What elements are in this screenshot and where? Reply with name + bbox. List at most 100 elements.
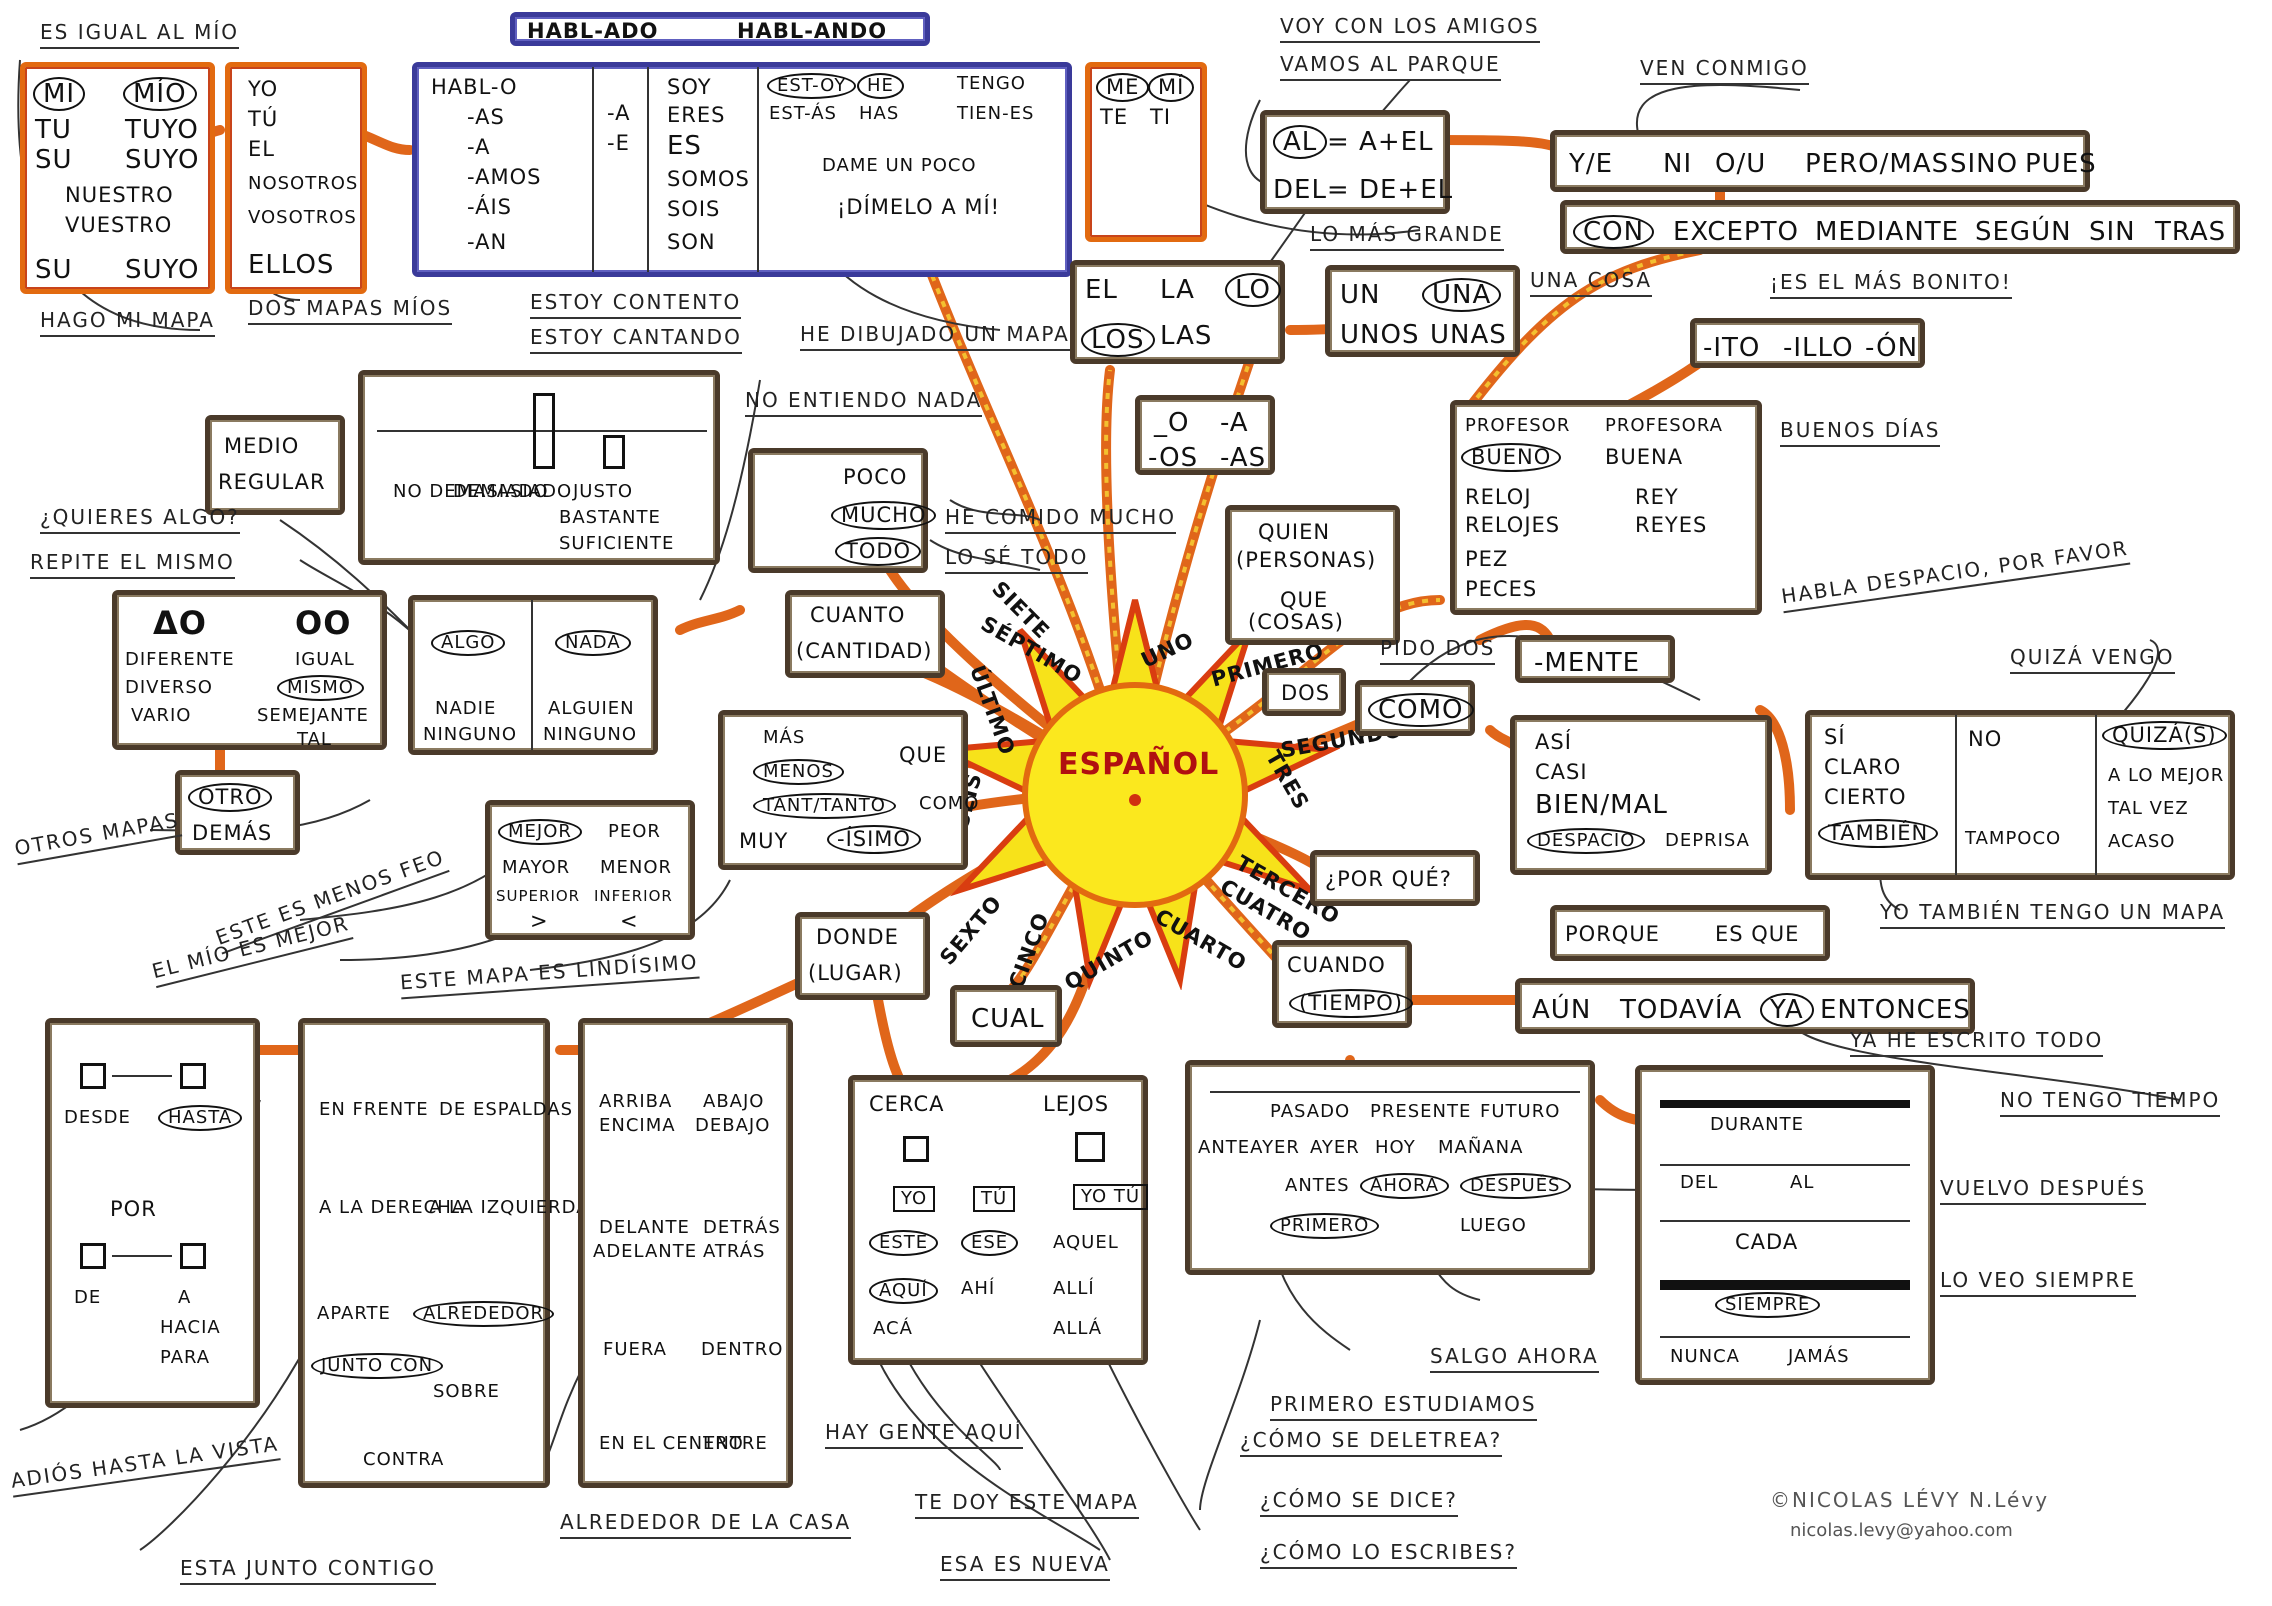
- word: DELANTE: [599, 1217, 690, 1238]
- word: CON: [1573, 215, 1655, 249]
- word: DIFERENTE: [125, 649, 235, 670]
- word: JUSTO: [573, 481, 634, 502]
- word: A LA DERECHA: [319, 1197, 466, 1218]
- word: = A+EL: [1327, 127, 1434, 157]
- word: ERES: [667, 103, 726, 127]
- word: SIN: [2089, 217, 2136, 247]
- word: TU: [35, 115, 72, 145]
- word: RELOJES: [1465, 513, 1561, 537]
- word: NADIE: [435, 698, 497, 719]
- word: ASÍ: [1535, 730, 1572, 754]
- prepositions-direction-box: DESDE HASTA POR DE A HACIA PARA: [45, 1018, 260, 1408]
- word: DEL: [1680, 1172, 1719, 1193]
- word: VOSOTROS: [248, 207, 357, 228]
- word: ¡DÍMELO A MÍ!: [837, 195, 1001, 219]
- word: ALLÁ: [1053, 1318, 1103, 1339]
- por-que-box: ¿POR QUÉ?: [1310, 850, 1480, 906]
- word: AÚN: [1532, 995, 1592, 1025]
- word: MÍ: [1148, 73, 1195, 102]
- word: REYES: [1635, 513, 1708, 537]
- word: PERO/MAS: [1805, 149, 1950, 179]
- example-note: ALREDEDOR DE LA CASA: [560, 1510, 852, 1539]
- word: TIEN-ES: [957, 103, 1035, 124]
- word: BUENO: [1461, 443, 1562, 472]
- word: MUCHO: [831, 501, 937, 530]
- word: CLARO: [1824, 755, 1902, 779]
- word: MEJOR: [498, 819, 582, 845]
- manner-box: ASÍ CASI BIEN/MAL DESPACIO DEPRISA: [1510, 715, 1772, 875]
- example-note: YO TAMBIÉN TENGO UN MAPA: [1880, 900, 2226, 929]
- example-note: PRIMERO ESTUDIAMOS: [1270, 1392, 1537, 1421]
- word: SEMEJANTE: [257, 705, 369, 726]
- pronouns-box: YO TÚ EL NOSOTROS VOSOTROS ELLOS: [225, 62, 367, 294]
- word: MI: [33, 77, 86, 111]
- word: YO: [248, 77, 279, 101]
- word: -AS: [1220, 443, 1267, 473]
- word: INFERIOR: [594, 887, 673, 905]
- word: PROFESOR: [1465, 415, 1571, 436]
- possessives-box: MI TU SU MÍO TUYO SUYO NUESTRO VUESTRO S…: [20, 62, 215, 294]
- word: DE ESPALDAS: [439, 1099, 574, 1120]
- word: HACIA: [160, 1317, 221, 1338]
- example-note: ESTOY CANTANDO: [530, 325, 742, 354]
- example-note: VAMOS AL PARQUE: [1280, 52, 1501, 81]
- word: -A: [1220, 408, 1249, 438]
- word: BASTANTE: [559, 507, 661, 528]
- word: AHORA: [1360, 1173, 1450, 1199]
- example-note: DOS MAPAS MÍOS: [248, 296, 453, 325]
- word: LUEGO: [1460, 1215, 1527, 1236]
- timeline-box: PASADO PRESENTE FUTURO ANTEAYER AYER HOY…: [1185, 1060, 1595, 1275]
- word: IGUAL: [295, 649, 355, 670]
- word: (PERSONAS): [1236, 548, 1377, 572]
- word: MISMO: [277, 675, 364, 701]
- algo-nada-box: ALGO NADA NADIE ALGUIEN NINGUNO NINGUNO: [408, 595, 658, 755]
- word: NADA: [555, 630, 631, 656]
- example-note: PIDO DOS: [1380, 636, 1496, 665]
- word: ENCIMA: [599, 1115, 676, 1136]
- word: HAS: [859, 103, 900, 124]
- word: LAS: [1160, 321, 1213, 351]
- word: DESDE: [64, 1107, 131, 1128]
- word: NO DEMASIADO: [393, 481, 549, 502]
- word: JAMÁS: [1788, 1346, 1850, 1367]
- word: SUFICIENTE: [559, 533, 675, 554]
- como-box: COMO: [1355, 680, 1475, 736]
- word: MENOR: [600, 857, 673, 878]
- word: CUANTO: [810, 603, 906, 627]
- prepositions-position-box: EN FRENTE DE ESPALDAS A LA DERECHA A LA …: [298, 1018, 589, 1488]
- word: ES: [667, 131, 702, 161]
- word: TAMPOCO: [1965, 828, 2062, 849]
- word: LA: [1160, 275, 1195, 305]
- word: DONDE: [816, 925, 899, 949]
- word: DEMÁS: [192, 821, 273, 845]
- word: EN FRENTE: [319, 1099, 429, 1120]
- word: DEMASIADO: [453, 481, 573, 502]
- word: CERCA: [869, 1092, 945, 1116]
- word: SON: [667, 230, 716, 254]
- word: A LA IZQUIERDA: [429, 1197, 590, 1218]
- word: MÍO: [123, 77, 197, 111]
- word: ALLÍ: [1053, 1278, 1095, 1299]
- porque-box: PORQUE ES QUE: [1550, 905, 1830, 961]
- word: PUES: [2025, 149, 2097, 179]
- word: SOIS: [667, 197, 721, 221]
- example-note: ESTE MAPA ES LINDÍSIMO: [399, 949, 700, 1000]
- duration-box: DURANTE DEL AL CADA SIEMPRE NUNCA JAMÁS: [1635, 1065, 1935, 1385]
- word: HE: [857, 73, 904, 99]
- word: MAYOR: [502, 857, 571, 878]
- word: UNOS: [1340, 320, 1420, 350]
- example-note: ¿QUIERES ALGO?: [40, 505, 240, 534]
- word: EST-OY: [767, 73, 857, 99]
- word: -ÍSIMO: [827, 825, 921, 854]
- example-note: NO ENTIENDO NADA: [745, 388, 983, 417]
- word: (COSAS): [1248, 610, 1344, 634]
- word: ACASO: [2108, 831, 2176, 852]
- word: YO: [893, 1186, 936, 1212]
- example-note: ¿CÓMO LO ESCRIBES?: [1260, 1540, 1517, 1569]
- word: Y/E: [1569, 149, 1614, 179]
- word: -AMOS: [467, 165, 542, 189]
- word: OTRO: [188, 783, 273, 812]
- word: ACÁ: [873, 1318, 913, 1339]
- word: ALGUIEN: [548, 698, 635, 719]
